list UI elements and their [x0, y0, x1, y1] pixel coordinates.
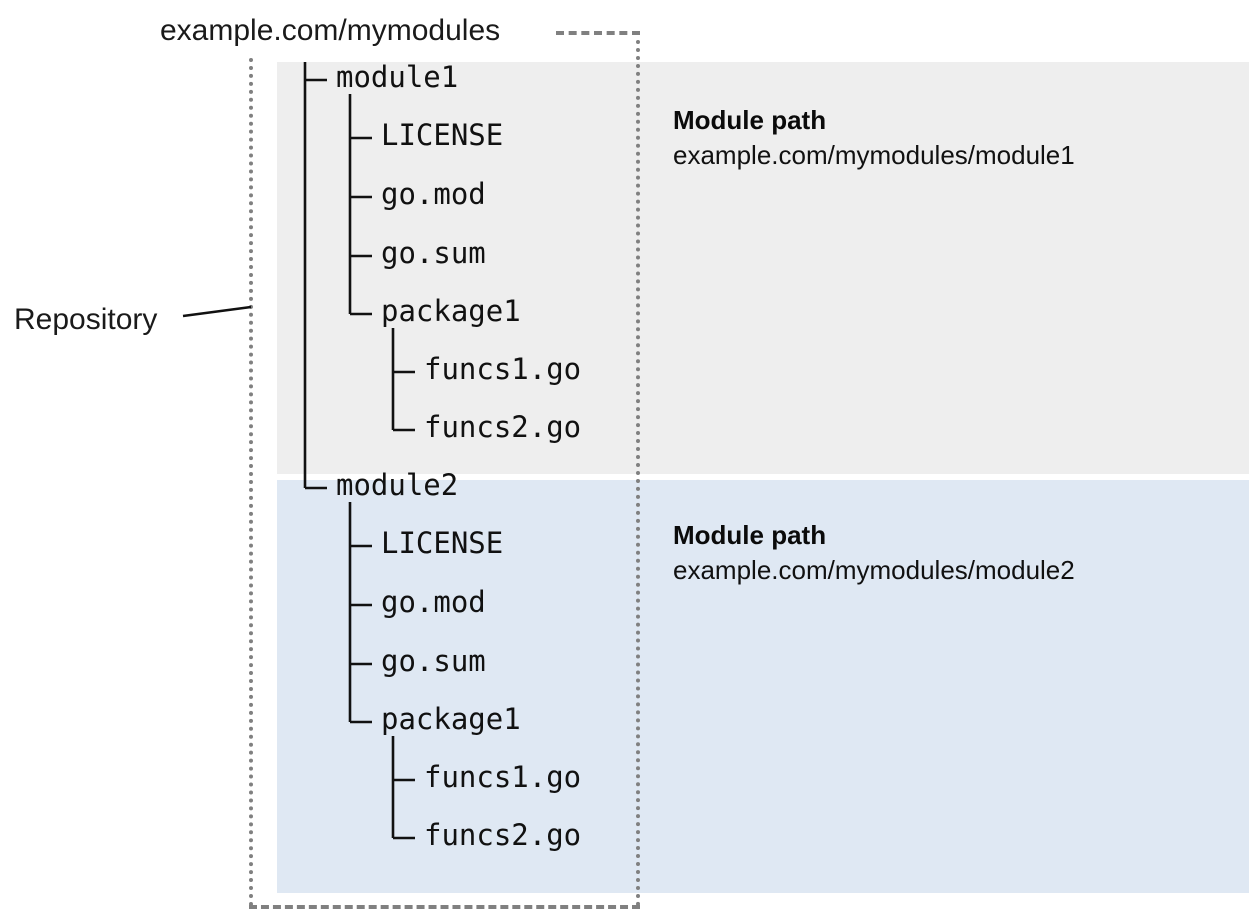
repository-url-label: example.com/mymodules: [160, 14, 501, 47]
repository-leader-line: [182, 305, 252, 318]
tree-node-go-mod: go.mod: [381, 177, 486, 211]
tree-node-module1: module1: [336, 60, 459, 94]
module1-highlight-band: [277, 62, 1249, 474]
tree-node-go-sum: go.sum: [381, 644, 486, 678]
tree-node-package1: package1: [381, 294, 521, 328]
repository-boundary-left: [249, 58, 253, 907]
tree-node-LICENSE: LICENSE: [381, 526, 504, 560]
module1-annotation-title: Module path: [673, 105, 827, 135]
module1-annotation-value: example.com/mymodules/module1: [673, 140, 1075, 170]
module2-annotation-value: example.com/mymodules/module2: [673, 555, 1075, 585]
tree-node-module2: module2: [336, 468, 459, 502]
repository-boundary-bottom: [249, 905, 640, 909]
tree-node-package1: package1: [381, 702, 521, 736]
tree-node-funcs1-go: funcs1.go: [424, 760, 582, 794]
repository-url-connector: [556, 31, 640, 35]
module2-highlight-band: [277, 480, 1249, 893]
tree-node-funcs1-go: funcs1.go: [424, 352, 582, 386]
module1-annotation: Module path example.com/mymodules/module…: [673, 103, 1233, 173]
repository-boundary-right: [636, 40, 640, 907]
tree-node-funcs2-go: funcs2.go: [424, 818, 582, 852]
module2-annotation: Module path example.com/mymodules/module…: [673, 518, 1233, 588]
tree-node-LICENSE: LICENSE: [381, 118, 504, 152]
tree-node-go-sum: go.sum: [381, 236, 486, 270]
tree-node-funcs2-go: funcs2.go: [424, 410, 582, 444]
tree-node-go-mod: go.mod: [381, 585, 486, 619]
module2-annotation-title: Module path: [673, 520, 827, 550]
repository-label: Repository: [14, 303, 158, 336]
